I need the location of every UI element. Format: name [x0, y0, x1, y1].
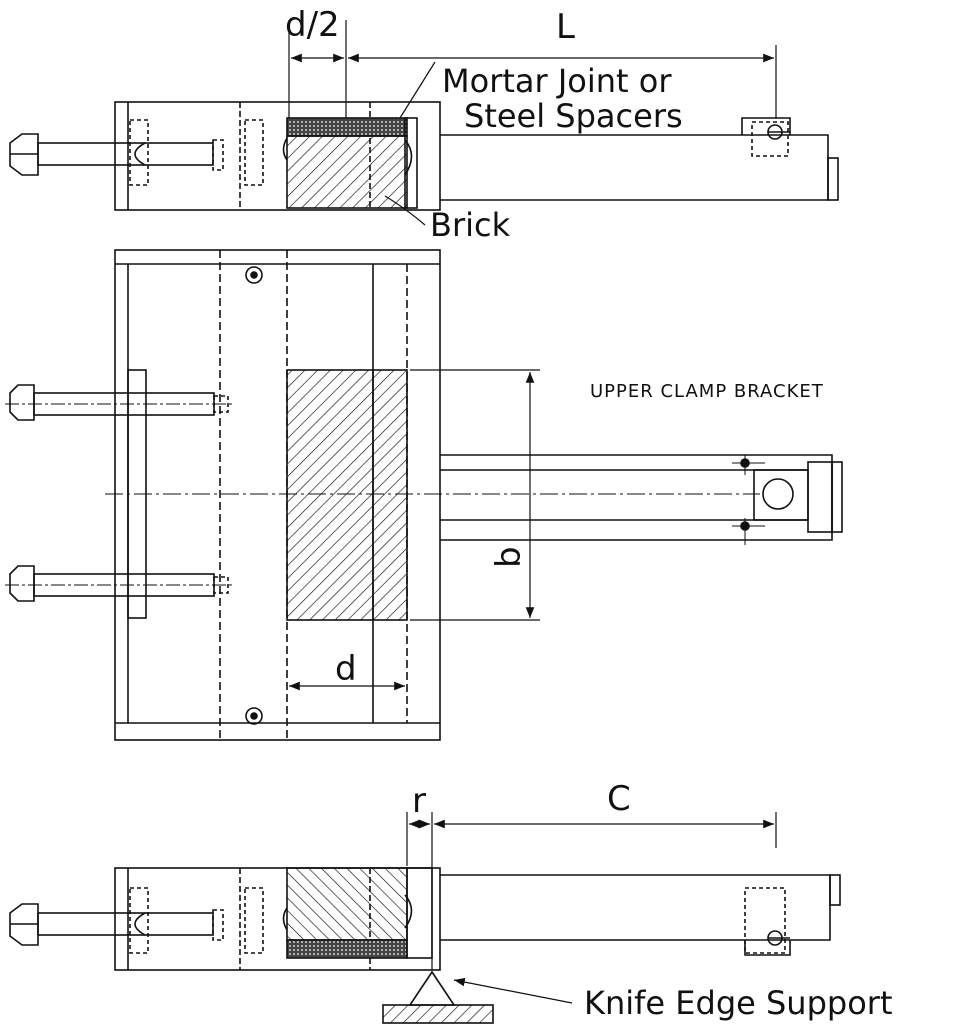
bottom-mortar: [286, 939, 408, 959]
plan-frame: [114, 249, 441, 741]
plan-arm: [440, 454, 843, 545]
bottom-frame: [114, 867, 441, 971]
label-b: b: [489, 546, 529, 568]
top-side-view: [9, 20, 839, 226]
bottom-brick: [286, 867, 408, 941]
plan-bolt-upper: [5, 384, 235, 421]
label-upper-clamp-bracket: UPPER CLAMP BRACKET: [590, 381, 824, 402]
bottom-bolt: [9, 887, 264, 954]
label-L: L: [556, 7, 575, 47]
rivet-bottom: [245, 707, 263, 725]
top-bolt: [9, 119, 264, 186]
plan-bolt-lower: [5, 565, 235, 602]
top-pin-bracket: [741, 117, 791, 157]
label-brick: Brick: [430, 206, 511, 244]
label-mortar-line1: Mortar Joint or: [442, 62, 672, 100]
label-mortar-line2: Steel Spacers: [464, 97, 683, 135]
plan-view: [5, 249, 843, 741]
label-d-half: d/2: [285, 5, 340, 45]
top-mortar: [286, 117, 408, 137]
bottom-pin-bracket: [744, 887, 791, 956]
top-brick: [286, 135, 408, 209]
label-r: r: [412, 781, 426, 821]
knife-edge-support: [382, 970, 494, 1024]
label-C: C: [607, 779, 631, 819]
plan-brick: [286, 369, 408, 621]
bottom-side-view: [9, 812, 841, 1024]
bottom-arm: [440, 874, 831, 941]
label-d: d: [335, 649, 357, 689]
label-knife-edge-support: Knife Edge Support: [584, 984, 892, 1022]
top-arm: [440, 134, 829, 201]
top-frame: [114, 101, 441, 211]
rivet-top: [245, 266, 263, 284]
